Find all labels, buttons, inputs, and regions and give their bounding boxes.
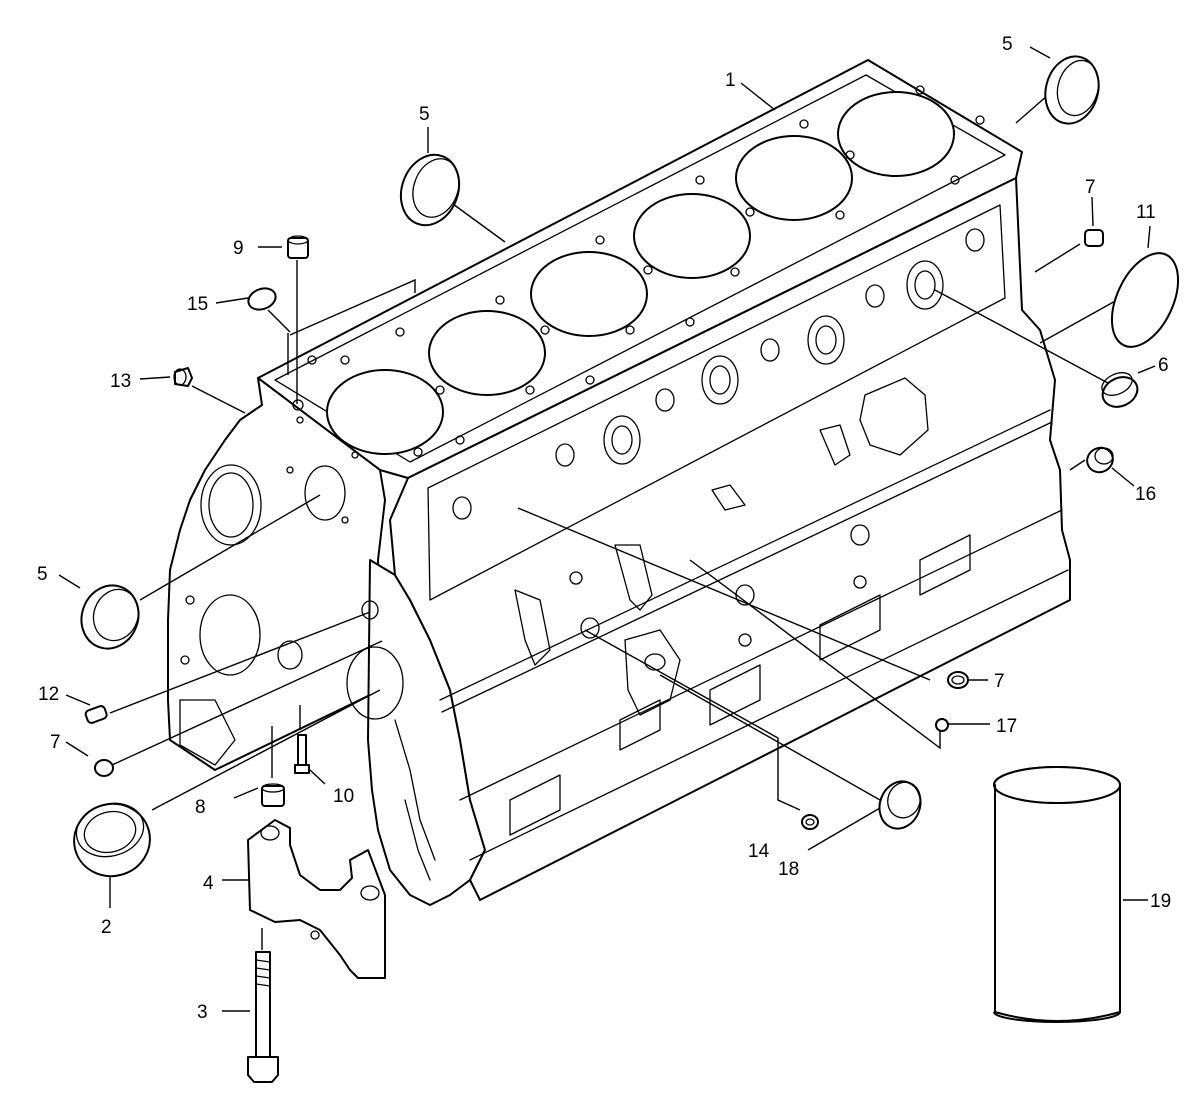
callout-13: 13	[110, 371, 131, 392]
cylinder-liner-19	[992, 766, 1123, 1023]
callout-11: 11	[1136, 202, 1156, 223]
callout-14: 14	[748, 841, 770, 862]
callout-19: 19	[1150, 891, 1171, 912]
callout-16: 16	[1135, 484, 1156, 505]
dowel-12	[84, 705, 108, 724]
callout-1: 1	[725, 70, 736, 91]
callout-5-right: 5	[1002, 34, 1013, 55]
plug-5-top	[399, 153, 461, 227]
callout-5-top: 5	[419, 104, 430, 125]
callout-15: 15	[187, 294, 208, 315]
callout-7-right: 7	[994, 671, 1005, 692]
washer-7-right	[947, 671, 969, 689]
callout-8: 8	[195, 797, 206, 818]
seal-18	[878, 780, 922, 830]
plug-14	[801, 814, 819, 830]
callout-10: 10	[333, 786, 354, 807]
plug-5-right	[1044, 55, 1100, 125]
bushing-6	[1101, 372, 1139, 408]
main-bearing-cap-4	[247, 819, 386, 979]
callout-17: 17	[996, 716, 1017, 737]
callout-12: 12	[38, 684, 59, 705]
cylinder-block	[167, 59, 1071, 906]
bushing-2	[73, 802, 151, 878]
callout-18: 18	[778, 859, 799, 880]
plug-13	[173, 367, 193, 387]
callout-7-left: 7	[50, 732, 61, 753]
callout-labels: 1 2 3 4 5 5 5 6 7 7 7 8 9 10 11 12 13 14…	[37, 34, 1171, 1023]
plug-11	[1110, 252, 1180, 348]
callout-4: 4	[203, 873, 214, 894]
plug-17	[935, 718, 949, 732]
leader-lines	[58, 46, 1156, 1012]
bolt-3	[247, 951, 279, 1083]
sleeve-9	[287, 235, 309, 259]
sleeve-8	[261, 783, 285, 807]
plug-5-left	[80, 584, 140, 650]
callout-7-top: 7	[1085, 177, 1096, 198]
callout-6: 6	[1158, 355, 1169, 376]
callout-3: 3	[197, 1002, 208, 1023]
plug-15	[247, 287, 277, 311]
dowel-7-top	[1084, 229, 1104, 247]
callout-5-left: 5	[37, 564, 48, 585]
bolt-10	[294, 734, 310, 774]
dowel-7-left	[94, 759, 114, 777]
callout-2: 2	[101, 917, 112, 938]
callout-9: 9	[233, 238, 244, 259]
bushing-16	[1086, 446, 1114, 474]
